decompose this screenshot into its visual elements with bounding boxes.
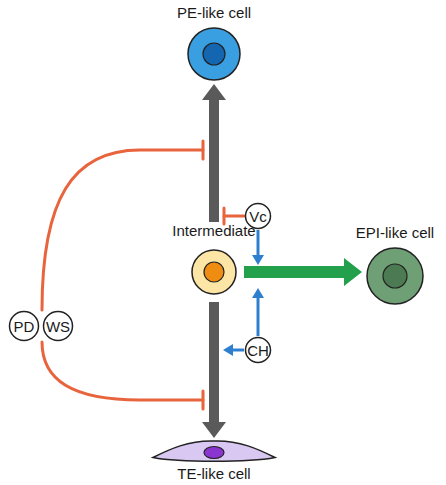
factor-circle: CH [244, 336, 272, 364]
factor-label: Vc [244, 202, 272, 230]
epi-cell: EPI-like cell [362, 224, 428, 308]
promotion-line [232, 349, 244, 352]
inhibition-bar [223, 208, 226, 224]
cell-body [153, 441, 275, 461]
cell-shape [362, 244, 428, 308]
factor-circle: WS [42, 310, 74, 342]
inhibition-line [224, 215, 244, 218]
cell-body [188, 28, 240, 80]
cell-label: Intermediate [172, 222, 255, 240]
cell-label: PE-like cell [177, 4, 251, 22]
inhibition-bar [202, 141, 205, 159]
factor-label: PD [8, 310, 40, 342]
pe-cell: PE-like cell [179, 4, 249, 84]
inhibition-bar [202, 391, 205, 409]
block-arrow [202, 302, 226, 438]
inhibition-curve [42, 342, 203, 400]
promotion-head [223, 344, 233, 356]
factor-label: CH [244, 336, 272, 364]
factor-label: WS [42, 310, 74, 342]
intermediate-cell: Intermediate [184, 222, 244, 302]
cell-nucleus [383, 264, 407, 288]
cell-shape [149, 438, 279, 465]
cell-nucleus [204, 447, 224, 459]
cell-nucleus [203, 43, 225, 65]
cell-shape [179, 24, 249, 84]
cell-shape [184, 242, 244, 302]
promotion-line [257, 230, 260, 256]
promotion-head [252, 255, 264, 265]
cell-body [367, 248, 423, 304]
block-arrow [202, 84, 226, 222]
factor-circle: Vc [244, 202, 272, 230]
factor-circle: PD [8, 310, 40, 342]
cell-label: EPI-like cell [356, 224, 434, 242]
promotion-line [257, 297, 260, 336]
promotion-head [252, 288, 264, 298]
cell-label: TE-like cell [177, 465, 250, 483]
block-arrow [244, 258, 362, 286]
te-cell: TE-like cell [149, 438, 279, 484]
cell-nucleus [204, 262, 224, 282]
cell-body [192, 250, 236, 294]
